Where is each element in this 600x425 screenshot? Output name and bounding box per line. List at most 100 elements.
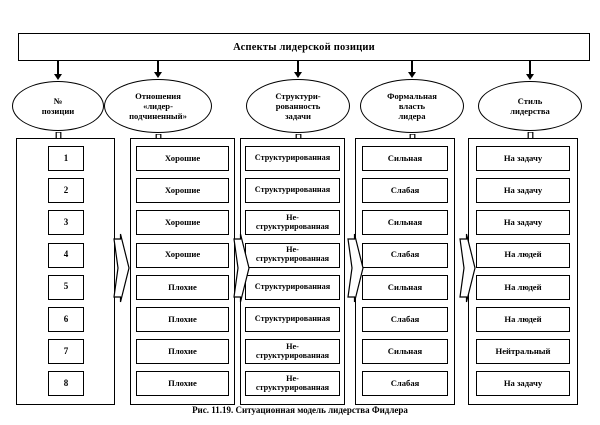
cell-label-style-row-1: На задачу [503,152,543,163]
cell-structure-row-2: Структурированная [245,178,340,204]
cell-label-structure-row-5: Структурированная [254,281,331,291]
cell-power-row-7: Сильная [362,339,448,365]
figure-caption: Рис. 11.19. Ситуационная модель лидерств… [0,405,600,415]
cell-label-relations-row-6: Плохие [168,313,197,324]
cell-label-relations-row-4: Хорошие [164,249,201,260]
cell-power-row-1: Сильная [362,146,448,171]
cell-structure-row-8: Не-структурированная [245,371,340,397]
cell-label-relations-row-8: Плохие [168,378,197,389]
cell-label-style-row-2: На задачу [503,184,543,195]
cell-label-structure-row-1: Структурированная [254,153,331,163]
cell-label-style-row-8: На задачу [503,378,543,389]
cell-style-row-1: На задачу [476,146,570,171]
cell-structure-row-6: Структурированная [245,307,340,332]
cell-label-position-row-7: 7 [63,345,69,356]
cell-position-row-7: 7 [48,339,84,365]
cell-label-structure-row-8: Не-структурированная [255,374,330,392]
cell-style-row-3: На задачу [476,210,570,236]
chevron-arrow-structure-to-power [347,233,364,303]
cell-position-row-4: 4 [48,242,84,268]
cell-label-style-row-7: Нейтральный [495,345,551,356]
chevron-arrow-relations-to-structure [233,233,250,303]
cell-style-row-8: На задачу [476,371,570,397]
cell-label-relations-row-1: Хорошие [164,152,201,163]
banner-connector-arrowhead-formal-power [408,72,416,78]
cell-structure-row-1: Структурированная [245,146,340,171]
banner-title: Аспекты лидерской позиции [233,41,375,53]
cell-label-style-row-5: На людей [504,281,542,292]
banner-connector-line-task-structure [297,61,299,73]
cell-label-power-row-3: Сильная [387,217,423,228]
cell-relations-row-8: Плохие [136,371,229,397]
banner-connector-line-leader-member [157,61,159,73]
cell-relations-row-7: Плохие [136,339,229,365]
cell-style-row-4: На людей [476,242,570,268]
cell-label-power-row-7: Сильная [387,345,423,356]
cell-style-row-2: На задачу [476,178,570,204]
cell-label-style-row-6: На людей [504,313,542,324]
banner-connector-arrowhead-leader-member [154,72,162,78]
cell-structure-row-7: Не-структурированная [245,339,340,365]
cell-label-power-row-8: Слабая [390,378,420,389]
cell-label-position-row-5: 5 [63,281,69,292]
cell-style-row-6: На людей [476,307,570,332]
cell-label-power-row-6: Слабая [390,313,420,324]
cell-style-row-5: На людей [476,274,570,300]
cell-relations-row-2: Хорошие [136,178,229,204]
cell-power-row-5: Сильная [362,274,448,300]
cell-relations-row-6: Плохие [136,307,229,332]
cell-label-position-row-2: 2 [63,184,69,195]
cell-label-style-row-4: На людей [504,249,542,260]
cell-label-position-row-6: 6 [63,313,69,324]
cell-label-power-row-2: Слабая [390,184,420,195]
cell-power-row-4: Слабая [362,242,448,268]
cell-position-row-6: 6 [48,307,84,332]
banner-connector-line-position-number [57,61,59,75]
cell-label-relations-row-7: Плохие [168,345,197,356]
cell-structure-row-4: Не-структурированная [245,242,340,268]
cell-label-structure-row-4: Не-структурированная [255,245,330,264]
cell-style-row-7: Нейтральный [476,339,570,365]
cell-label-structure-row-7: Не-структурированная [255,341,330,360]
header-ellipse-leader-member: Отношения«лидер-подчиненный» [104,79,212,133]
cell-power-row-6: Слабая [362,307,448,332]
chevron-arrow-power-to-style [459,233,476,303]
cell-power-row-3: Сильная [362,210,448,236]
cell-label-structure-row-2: Структурированная [254,185,331,195]
cell-label-power-row-4: Слабая [390,249,420,260]
cell-label-position-row-3: 3 [63,216,69,227]
cell-label-structure-row-3: Не-структурированная [255,213,330,231]
cell-label-position-row-8: 8 [63,377,69,388]
banner-connector-arrowhead-position-number [54,74,62,80]
cell-label-relations-row-2: Хорошие [164,184,201,195]
cell-structure-row-5: Структурированная [245,274,340,300]
banner-connector-arrowhead-task-structure [294,72,302,78]
cell-label-relations-row-3: Хорошие [164,217,201,228]
cell-label-power-row-5: Сильная [387,281,423,292]
header-ellipse-label-leader-member: Отношения«лидер-подчиненный» [129,90,187,122]
figure-caption-text: Рис. 11.19. Ситуационная модель лидерств… [192,405,408,415]
cell-relations-row-5: Плохие [136,274,229,300]
cell-power-row-2: Слабая [362,178,448,204]
banner-aspects-of-leadership-position: Аспекты лидерской позиции [18,33,590,61]
cell-relations-row-4: Хорошие [136,242,229,268]
banner-connector-line-leadership-style [529,61,531,75]
cell-label-power-row-1: Сильная [387,152,423,163]
cell-label-relations-row-5: Плохие [168,281,197,292]
banner-connector-line-formal-power [411,61,413,73]
cell-label-structure-row-6: Структурированная [254,314,331,324]
cell-relations-row-1: Хорошие [136,146,229,171]
cell-label-position-row-4: 4 [63,249,69,260]
cell-position-row-3: 3 [48,210,84,236]
cell-label-position-row-1: 1 [63,152,69,163]
cell-relations-row-3: Хорошие [136,210,229,236]
